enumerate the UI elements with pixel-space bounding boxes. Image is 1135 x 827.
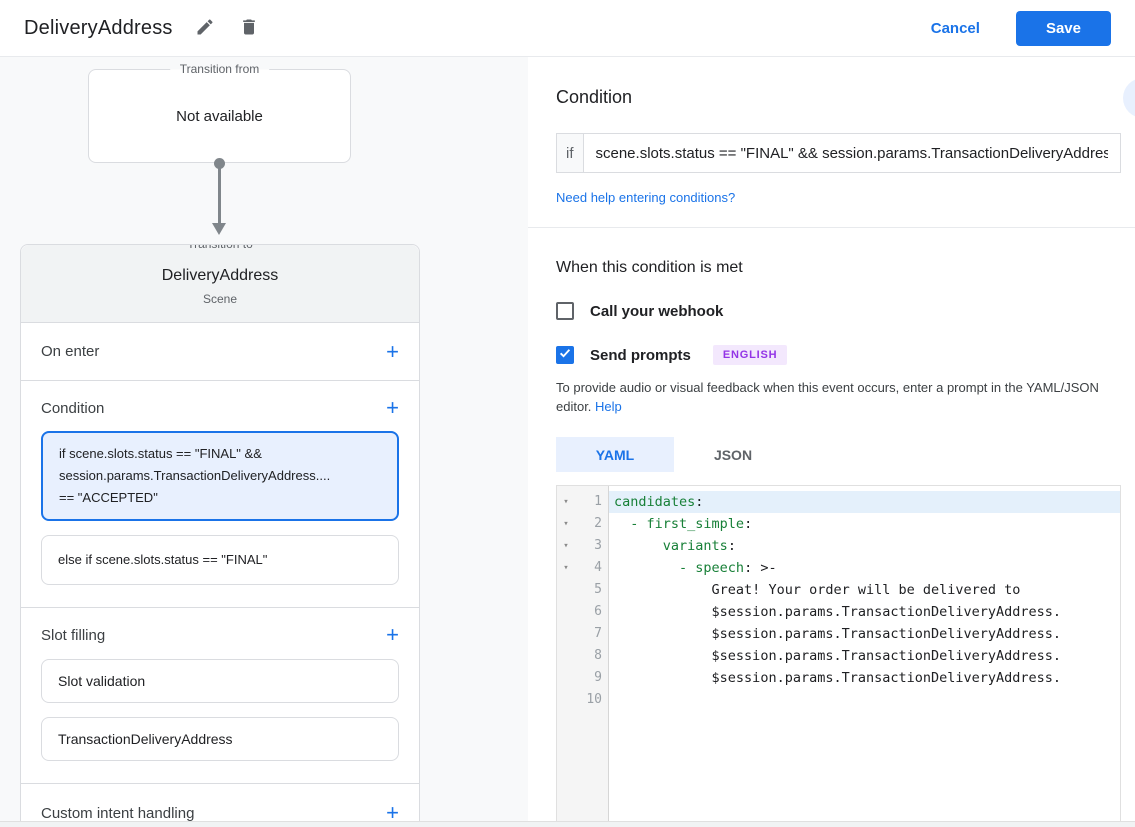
yaml-code-editor[interactable]: ▾ 1 ▾ 2 ▾ 3 ▾ 4 5 6 7 8 9 10 candidates: - f…	[556, 485, 1121, 827]
condition-card-line: == "ACCEPTED"	[59, 490, 158, 505]
delete-scene-button[interactable]	[237, 16, 261, 40]
condition-card-else[interactable]: else if scene.slots.status == "FINAL"	[41, 535, 399, 585]
code-line: candidates:	[609, 491, 1120, 513]
transition-from-value: Not available	[176, 107, 263, 125]
code-line: Great! Your order will be delivered to	[711, 582, 1021, 598]
line-number: 8	[594, 648, 602, 663]
fold-arrow-icon[interactable]: ▾	[563, 519, 569, 529]
scene-card-header: DeliveryAddress Scene	[21, 245, 419, 323]
code-line	[609, 689, 1120, 711]
prompt-description: To provide audio or visual feedback when…	[556, 378, 1122, 416]
main-area: Transition from Not available Transition…	[0, 57, 1135, 827]
tab-json[interactable]: JSON	[674, 437, 792, 472]
code-line: $session.params.TransactionDeliveryAddre…	[711, 626, 1062, 642]
condition-section: Condition + if scene.slots.status == "FI…	[21, 381, 419, 608]
topbar-actions: Cancel Save	[930, 10, 1111, 46]
scene-flow-panel: Transition from Not available Transition…	[0, 57, 528, 827]
top-bar: DeliveryAddress Cancel Save	[0, 0, 1135, 57]
when-condition-met-title: When this condition is met	[556, 259, 743, 276]
condition-card-line: else if scene.slots.status == "FINAL"	[58, 552, 268, 567]
slot-filling-label: Slot filling	[41, 626, 106, 644]
scene-type: Scene	[202, 292, 238, 306]
if-label: if	[556, 133, 584, 173]
bottom-edge-strip	[0, 821, 1135, 827]
line-number: 3	[594, 538, 602, 553]
code-line: - speech: >-	[679, 560, 777, 576]
code-line: - first_simple:	[630, 516, 753, 532]
condition-expression-group: if	[556, 133, 1121, 173]
tab-yaml[interactable]: YAML	[556, 437, 674, 472]
code-line: $session.params.TransactionDeliveryAddre…	[711, 604, 1062, 620]
line-number: 5	[594, 582, 602, 597]
transition-from-label: Transition from	[169, 62, 270, 76]
checkmark-icon	[558, 346, 572, 365]
condition-panel-title: Condition	[556, 87, 633, 107]
line-number: 9	[594, 670, 602, 685]
connector-arrowhead-icon	[212, 223, 226, 235]
condition-expression-input[interactable]	[582, 133, 1121, 173]
editor-tabs: YAML JSON	[556, 437, 1135, 472]
on-enter-row: On enter +	[21, 323, 419, 381]
send-prompts-checkbox[interactable]	[556, 346, 574, 364]
webhook-row: Call your webhook	[556, 302, 1135, 320]
fold-arrow-icon[interactable]: ▾	[563, 497, 569, 507]
custom-intent-label: Custom intent handling	[41, 804, 195, 822]
help-link[interactable]: Help	[595, 399, 622, 414]
add-slot-button[interactable]: +	[386, 622, 399, 647]
transition-from-box: Transition from Not available	[88, 62, 351, 163]
edit-title-button[interactable]	[193, 16, 217, 40]
editor-gutter: ▾ 1 ▾ 2 ▾ 3 ▾ 4 5 6 7 8 9 10	[557, 486, 609, 827]
pencil-icon	[195, 17, 215, 40]
add-on-enter-button[interactable]: +	[386, 338, 399, 364]
fold-arrow-icon[interactable]: ▾	[563, 563, 569, 573]
save-button[interactable]: Save	[1015, 10, 1111, 46]
custom-intent-row: Custom intent handling +	[21, 784, 419, 827]
line-number: 2	[594, 516, 602, 531]
line-number: 7	[594, 626, 602, 641]
call-webhook-checkbox[interactable]	[556, 302, 574, 320]
line-number: 1	[594, 494, 602, 509]
slot-validation-card[interactable]: Slot validation	[41, 659, 399, 703]
transition-to-label: Transition to	[177, 245, 263, 251]
collapse-panel-button[interactable]	[1123, 78, 1135, 118]
condition-card-selected[interactable]: if scene.slots.status == "FINAL" && sess…	[41, 431, 399, 521]
connector-line	[218, 167, 221, 224]
on-enter-label: On enter	[41, 343, 100, 360]
cancel-button[interactable]: Cancel	[930, 19, 980, 37]
scene-name: DeliveryAddress	[161, 267, 279, 284]
section-divider	[528, 227, 1135, 228]
fold-arrow-icon[interactable]: ▾	[563, 541, 569, 551]
call-webhook-label: Call your webhook	[590, 302, 724, 320]
line-number: 10	[586, 692, 602, 707]
add-custom-intent-button[interactable]: +	[386, 800, 399, 825]
condition-card-line: session.params.TransactionDeliveryAddres…	[59, 468, 331, 483]
condition-card-line: if scene.slots.status == "FINAL" &&	[59, 446, 262, 461]
prompt-description-text: To provide audio or visual feedback when…	[556, 380, 1099, 414]
line-number: 6	[594, 604, 602, 619]
connector-dot	[214, 158, 225, 169]
slot-filling-section: Slot filling + Slot validation Transacti…	[21, 608, 419, 784]
code-line: variants:	[662, 538, 736, 554]
send-prompts-label: Send prompts	[590, 346, 691, 364]
condition-help-link[interactable]: Need help entering conditions?	[556, 190, 736, 205]
slot-transaction-card[interactable]: TransactionDeliveryAddress	[41, 717, 399, 761]
page-title: DeliveryAddress	[24, 16, 173, 39]
trash-icon	[239, 17, 259, 40]
code-line: $session.params.TransactionDeliveryAddre…	[711, 670, 1062, 686]
send-prompts-row: Send prompts ENGLISH	[556, 345, 1135, 365]
code-line: $session.params.TransactionDeliveryAddre…	[711, 648, 1062, 664]
editor-code-area[interactable]: candidates: - first_simple: variants: - …	[609, 486, 1120, 827]
condition-detail-panel: Condition if Need help entering conditio…	[528, 57, 1135, 827]
add-condition-button[interactable]: +	[386, 395, 399, 420]
condition-section-label: Condition	[41, 399, 105, 417]
line-number: 4	[594, 560, 602, 575]
language-badge: ENGLISH	[712, 345, 788, 365]
transition-to-box: Transition to DeliveryAddress Scene On e…	[20, 244, 420, 827]
